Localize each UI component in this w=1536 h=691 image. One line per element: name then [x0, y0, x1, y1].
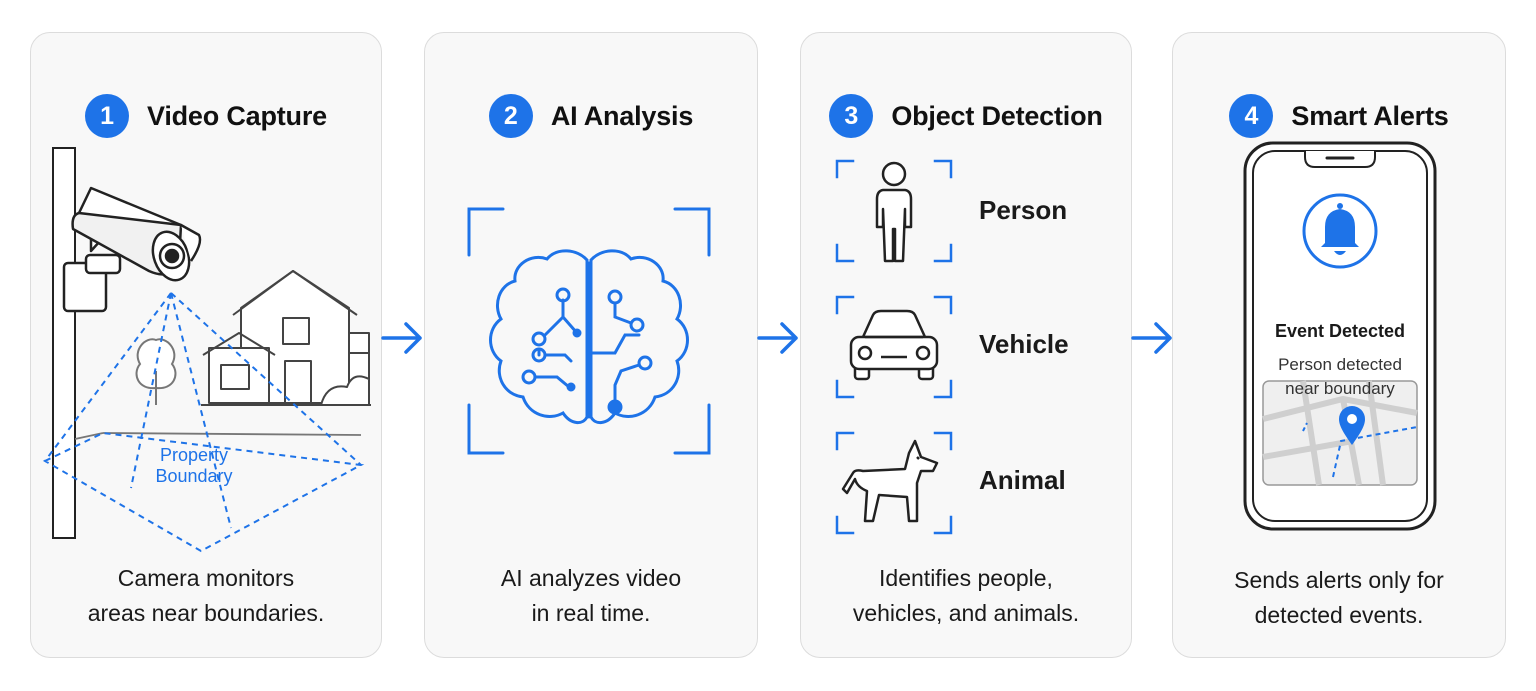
step-description: Camera monitors areas near boundaries. [87, 565, 325, 626]
arrow-right-icon [381, 322, 422, 354]
person-icon [875, 161, 913, 263]
step-title: Smart Alerts [1291, 100, 1449, 131]
ground-outline [74, 432, 362, 440]
alert-title: Event Detected [1274, 321, 1406, 341]
phone-frame [1243, 141, 1437, 531]
animal-detection-box [835, 431, 953, 535]
step-number-badge: 3 [829, 94, 874, 138]
step-card-object-detection: 3 Object Detection Person [800, 32, 1132, 658]
house-icon [201, 270, 371, 406]
alert-message: Person detected near boundary [1278, 355, 1402, 398]
step-description: Sends alerts only for detected events. [1234, 567, 1444, 628]
step-card-ai-analysis: 2 AI Analysis [424, 32, 758, 658]
step-card-video-capture: 1 Video Capture [30, 32, 382, 658]
detection-label-animal: Animal [979, 465, 1066, 495]
person-detection-box [835, 159, 953, 263]
step-description: AI analyzes video in real time. [500, 565, 682, 626]
map-thumbnail [1262, 380, 1418, 486]
step-title: AI Analysis [550, 100, 694, 131]
property-boundary-label: Property Boundary [155, 445, 233, 486]
detection-label-person: Person [979, 195, 1068, 225]
bell-icon [1302, 193, 1378, 269]
step-card-smart-alerts: 4 Smart Alerts [1172, 32, 1506, 658]
property-boundary [42, 292, 365, 553]
step-title: Video Capture [147, 100, 327, 131]
step-description: Identifies people, vehicles, and animals… [852, 565, 1080, 626]
camera-scene-illustration [42, 147, 371, 553]
detection-label-vehicle: Vehicle [979, 329, 1069, 359]
step-header: 1 Video Capture [31, 93, 381, 139]
step-header: 2 AI Analysis [425, 93, 757, 139]
step-number-badge: 2 [488, 94, 533, 138]
security-camera-icon [62, 186, 202, 313]
vehicle-detection-box [835, 295, 953, 399]
smartphone-icon: Event Detected Person detected near boun… [1243, 141, 1437, 531]
dog-icon [841, 439, 939, 523]
step-number-badge: 1 [85, 94, 130, 138]
arrow-right-icon [757, 322, 798, 354]
step-header: 4 Smart Alerts [1173, 93, 1505, 139]
map-pin-icon [1339, 406, 1365, 445]
brain-circuit-icon [467, 207, 711, 455]
wall-pole [52, 147, 76, 539]
step-number-badge: 4 [1229, 94, 1274, 138]
arrow-right-icon [1131, 322, 1172, 354]
car-icon [849, 309, 939, 381]
step-header: 3 Object Detection [801, 93, 1131, 139]
tree-icon [135, 338, 177, 405]
step-title: Object Detection [891, 100, 1103, 131]
